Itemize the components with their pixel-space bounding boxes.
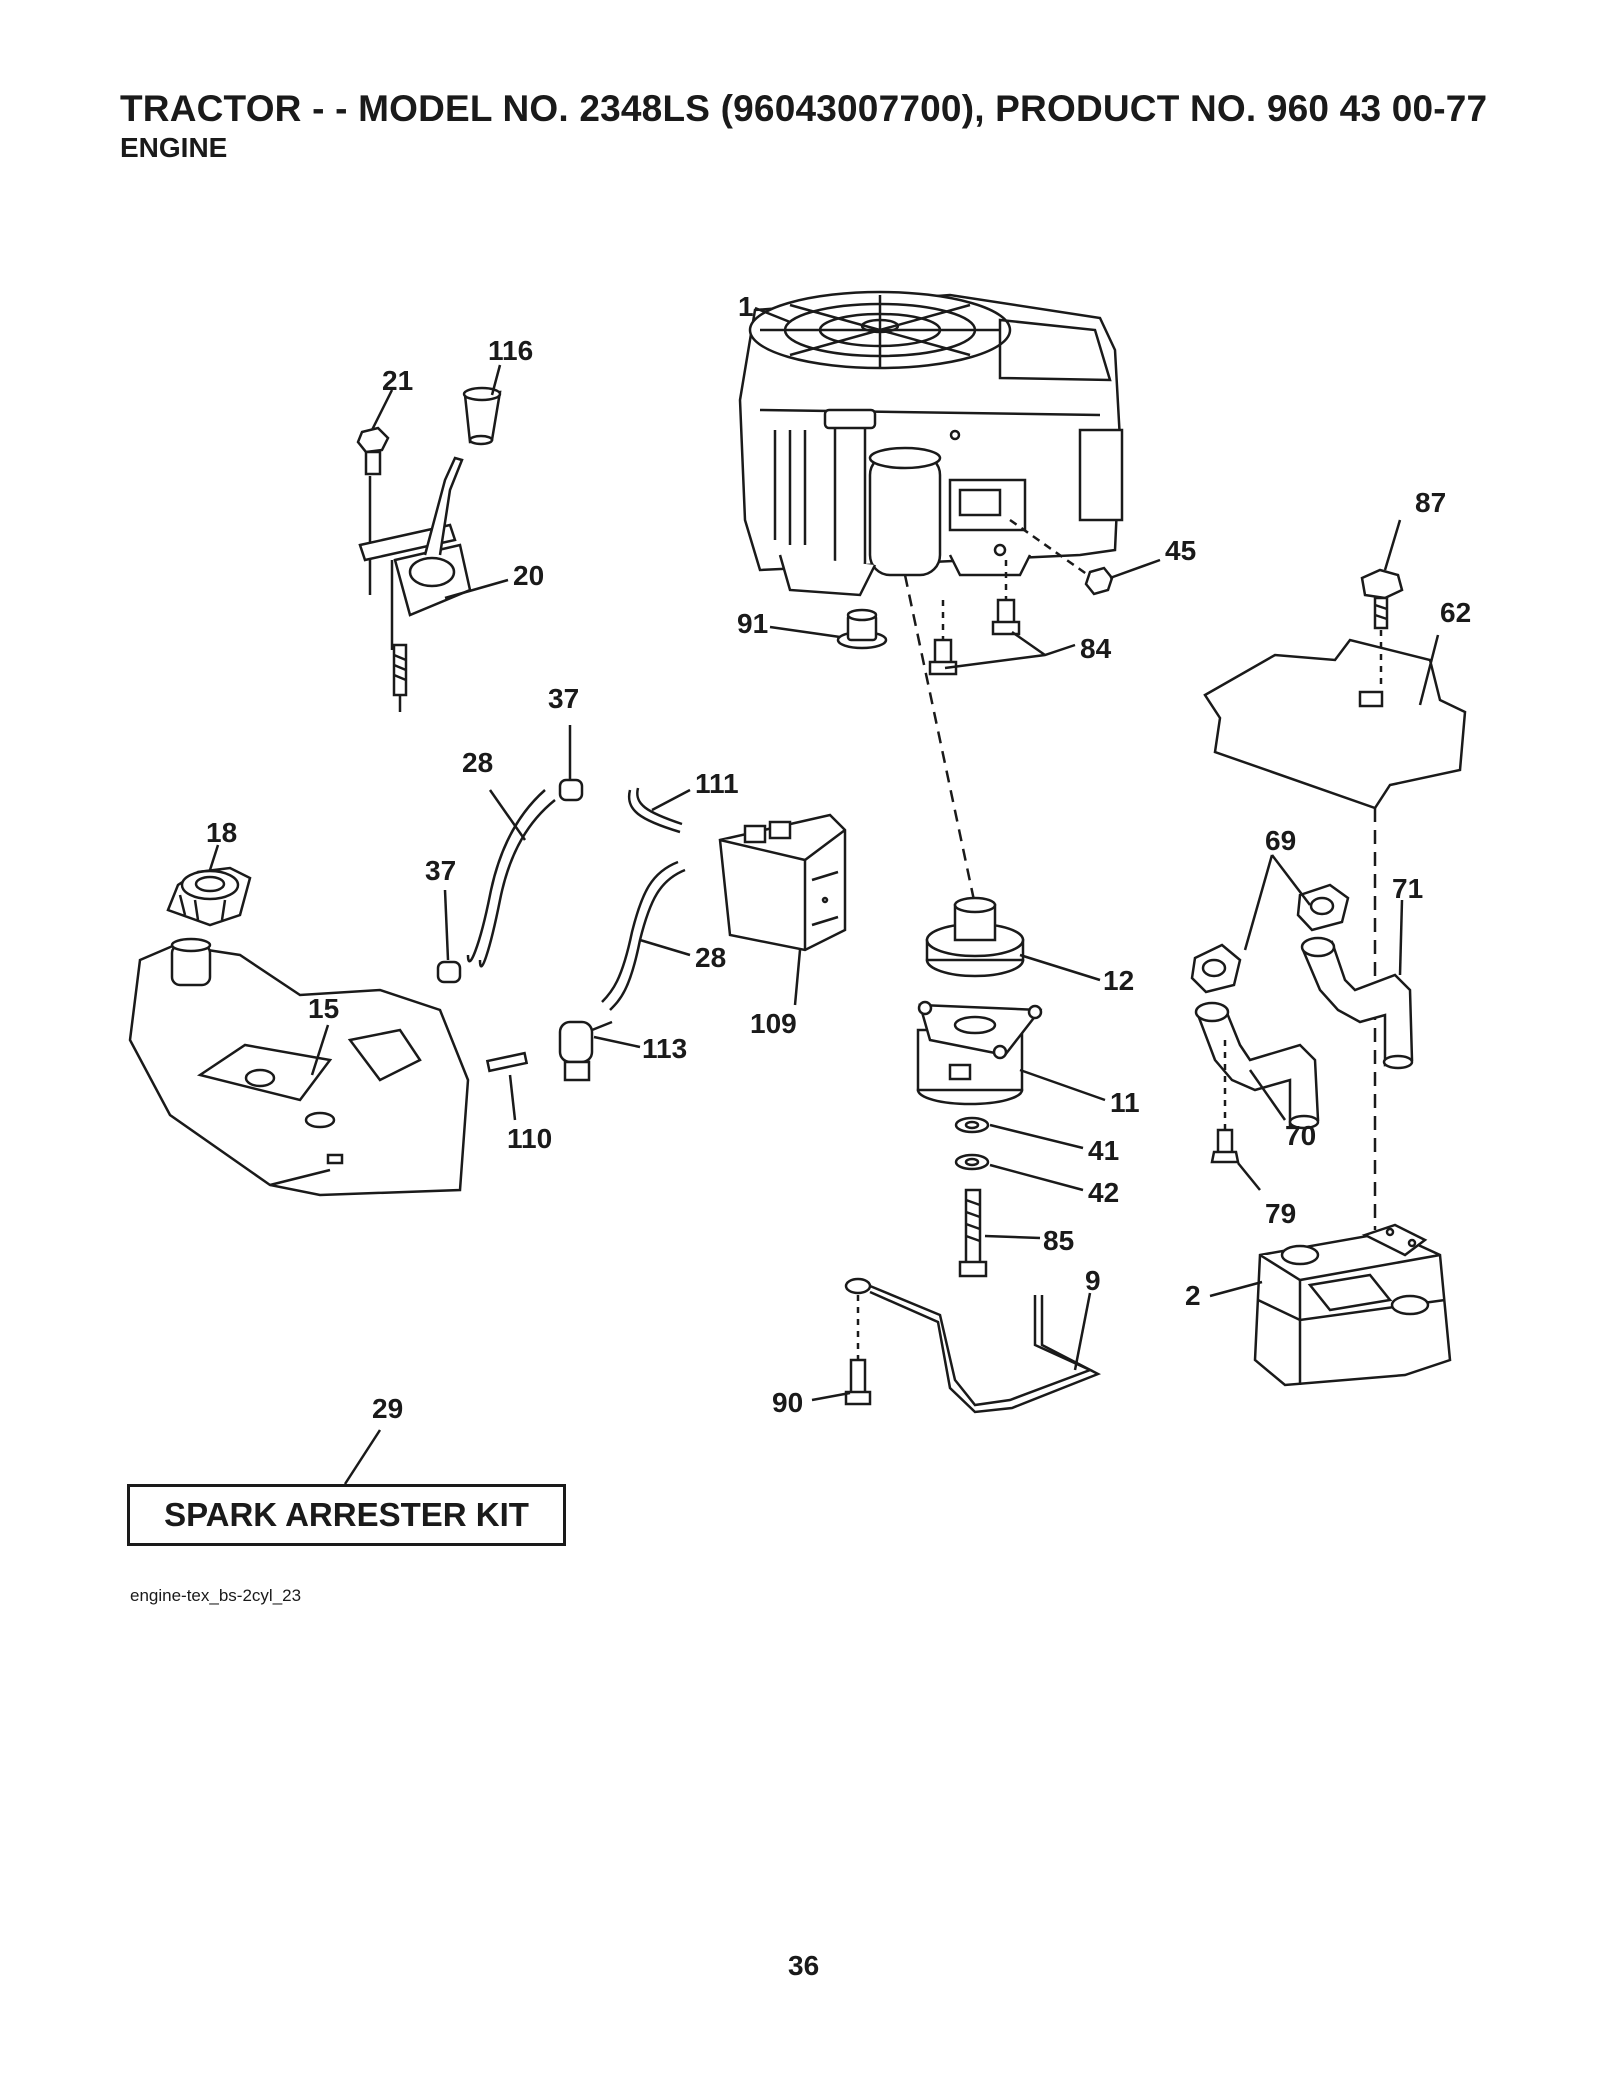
callout-113: 113 bbox=[642, 1033, 687, 1064]
callout-15: 15 bbox=[308, 993, 339, 1024]
callout-1: 1 bbox=[738, 291, 754, 322]
exhaust-gasket-69-right bbox=[1296, 883, 1350, 932]
page-number: 36 bbox=[788, 1950, 820, 1981]
exhaust-pipe-70 bbox=[1194, 1001, 1320, 1130]
callout-109: 109 bbox=[750, 1008, 797, 1039]
crankshaft-axis bbox=[903, 574, 977, 906]
bolt-79 bbox=[1210, 1040, 1240, 1164]
fuel-line-28-upper bbox=[466, 789, 556, 968]
carbon-canister-109 bbox=[718, 813, 847, 952]
washer-42 bbox=[954, 1153, 990, 1171]
heat-shield-bolt-87 bbox=[1360, 568, 1404, 690]
electric-clutch-11 bbox=[916, 1000, 1043, 1106]
callout-69: 69 bbox=[1265, 825, 1296, 856]
callout-41: 41 bbox=[1088, 1135, 1119, 1166]
callout-37-bottom: 37 bbox=[425, 855, 456, 886]
callout-18: 18 bbox=[206, 817, 237, 848]
callout-9: 9 bbox=[1085, 1265, 1101, 1296]
exhaust-gasket-69-left bbox=[1190, 943, 1242, 994]
leader-lines bbox=[208, 306, 1440, 1485]
bolt-85 bbox=[958, 1188, 988, 1278]
engine-bolts-84 bbox=[928, 560, 1021, 676]
fuel-tank-15 bbox=[128, 937, 470, 1197]
fuel-filter-113 bbox=[558, 1020, 613, 1082]
muffler-2 bbox=[1253, 1223, 1452, 1387]
throttle-knob-116 bbox=[462, 386, 502, 446]
callout-37-top: 37 bbox=[548, 683, 579, 714]
callout-21: 21 bbox=[382, 365, 413, 396]
callout-91: 91 bbox=[737, 608, 768, 639]
washer-41 bbox=[954, 1116, 990, 1134]
callout-84: 84 bbox=[1080, 633, 1112, 664]
pulley-12 bbox=[925, 896, 1025, 978]
page-subtitle: ENGINE bbox=[120, 132, 228, 163]
fuel-line-28-lower bbox=[601, 860, 686, 1011]
callout-42: 42 bbox=[1088, 1177, 1119, 1208]
callout-12: 12 bbox=[1103, 965, 1134, 996]
callout-2: 2 bbox=[1185, 1280, 1201, 1311]
nut-45 bbox=[1009, 518, 1114, 596]
callout-85: 85 bbox=[1043, 1225, 1074, 1256]
throttle-bolt-21 bbox=[356, 426, 390, 595]
callout-28-top: 28 bbox=[462, 747, 493, 778]
throttle-control-20 bbox=[358, 456, 472, 712]
hose-clamp-37-top bbox=[558, 778, 584, 802]
fuel-cap-18 bbox=[166, 866, 252, 927]
callout-71: 71 bbox=[1392, 873, 1423, 904]
callout-90: 90 bbox=[772, 1387, 803, 1418]
diagram-reference: engine-tex_bs-2cyl_23 bbox=[130, 1586, 302, 1605]
callout-29: 29 bbox=[372, 1393, 403, 1424]
fuel-line-111 bbox=[627, 787, 683, 834]
bolt-90 bbox=[844, 1295, 872, 1406]
callout-110: 110 bbox=[507, 1123, 552, 1154]
engine-sleeve-91 bbox=[836, 608, 888, 650]
engine-assembly bbox=[738, 290, 1124, 597]
fuel-fitting-110 bbox=[485, 1051, 529, 1073]
heat-shield-62 bbox=[1203, 638, 1467, 810]
callout-79: 79 bbox=[1265, 1198, 1296, 1229]
callout-116: 116 bbox=[488, 335, 533, 366]
callout-20: 20 bbox=[513, 560, 544, 591]
hose-clamp-37-bottom bbox=[436, 960, 462, 984]
callout-70: 70 bbox=[1285, 1120, 1316, 1151]
clutch-bracket-9 bbox=[844, 1277, 1102, 1414]
exhaust-pipe-71 bbox=[1300, 936, 1414, 1070]
spark-arrester-kit-label: SPARK ARRESTER KIT bbox=[127, 1484, 566, 1546]
callout-11: 11 bbox=[1110, 1087, 1140, 1118]
callout-28-bottom: 28 bbox=[695, 942, 726, 973]
callout-87: 87 bbox=[1415, 487, 1446, 518]
callout-111: 111 bbox=[695, 768, 739, 799]
page-title: TRACTOR - - MODEL NO. 2348LS (9604300770… bbox=[120, 88, 1488, 129]
callout-62: 62 bbox=[1440, 597, 1471, 628]
callout-45: 45 bbox=[1165, 535, 1196, 566]
